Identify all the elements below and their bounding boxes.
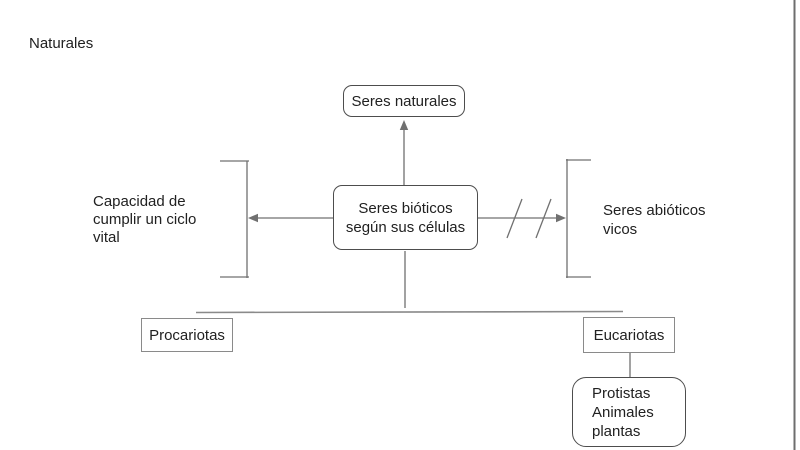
slash-mark-1-icon — [506, 198, 523, 239]
node-procariotas[interactable]: Procariotas — [141, 318, 233, 352]
arrowhead-left-icon — [248, 213, 258, 223]
right-bracket-shape[interactable] — [566, 159, 591, 278]
annotation-left-text[interactable]: Capacidad de cumplir un ciclo vital — [93, 193, 197, 246]
node-eucariotas-label: Eucariotas — [593, 326, 665, 344]
arrowhead-up-icon — [399, 120, 409, 130]
node-protistas-label: Protistas Animales plantas — [592, 384, 654, 440]
connector-up[interactable] — [399, 120, 409, 185]
node-seres-bioticos[interactable]: Seres bióticos según sus células — [333, 185, 478, 250]
arrowhead-right-icon — [556, 213, 566, 223]
node-procariotas-label: Procariotas — [149, 326, 225, 344]
annotation-right-text[interactable]: Seres abióticos vicos — [603, 202, 706, 238]
node-seres-bioticos-label: Seres bióticos según sus células — [345, 199, 466, 236]
node-eucariotas[interactable]: Eucariotas — [583, 317, 675, 353]
canvas-title-text[interactable]: Naturales — [29, 35, 94, 52]
split-horizontal-line[interactable] — [195, 310, 624, 314]
node-seres-naturales-label: Seres naturales — [351, 92, 457, 110]
connector-left[interactable] — [248, 213, 333, 223]
node-protistas[interactable]: Protistas Animales plantas — [572, 377, 686, 447]
node-seres-naturales[interactable]: Seres naturales — [343, 85, 465, 117]
left-bracket-shape[interactable] — [220, 160, 249, 278]
slash-mark-2-icon — [535, 198, 552, 239]
connector-right[interactable] — [478, 198, 566, 239]
